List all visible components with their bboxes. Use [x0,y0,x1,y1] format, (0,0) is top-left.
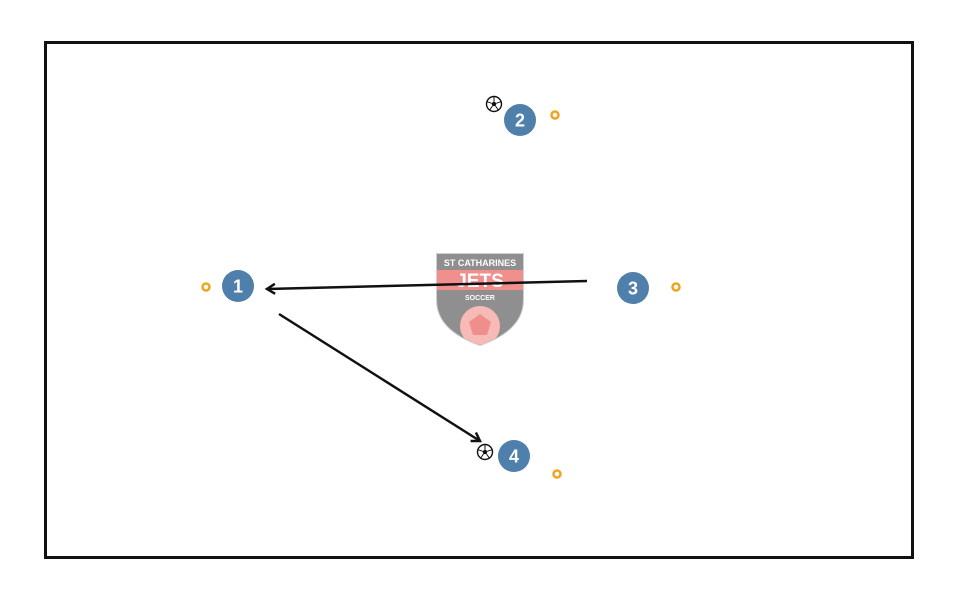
soccer-ball-icon [485,95,503,113]
cone-icon [671,282,681,292]
player-number: 3 [628,279,638,299]
cone-icon [552,469,562,479]
pass-arrow-1-to-4 [278,312,480,441]
player-3: 3 [617,272,649,304]
pass-arrow-3-to-1 [267,279,588,289]
player-number: 1 [233,277,243,297]
player-1: 1 [222,270,254,302]
cone-icon [550,110,560,120]
soccer-ball-icon [476,443,494,461]
player-2: 2 [504,104,536,136]
logo-top-text: ST CATHARINES [444,258,516,268]
club-logo: ST CATHARINES JETS SOCCER [436,253,524,347]
player-number: 2 [515,111,525,131]
logo-main-text: JETS [456,271,504,292]
logo-bottom-text: SOCCER [465,295,495,302]
cone-icon [201,282,211,292]
player-number: 4 [509,447,519,467]
player-4: 4 [498,440,530,472]
